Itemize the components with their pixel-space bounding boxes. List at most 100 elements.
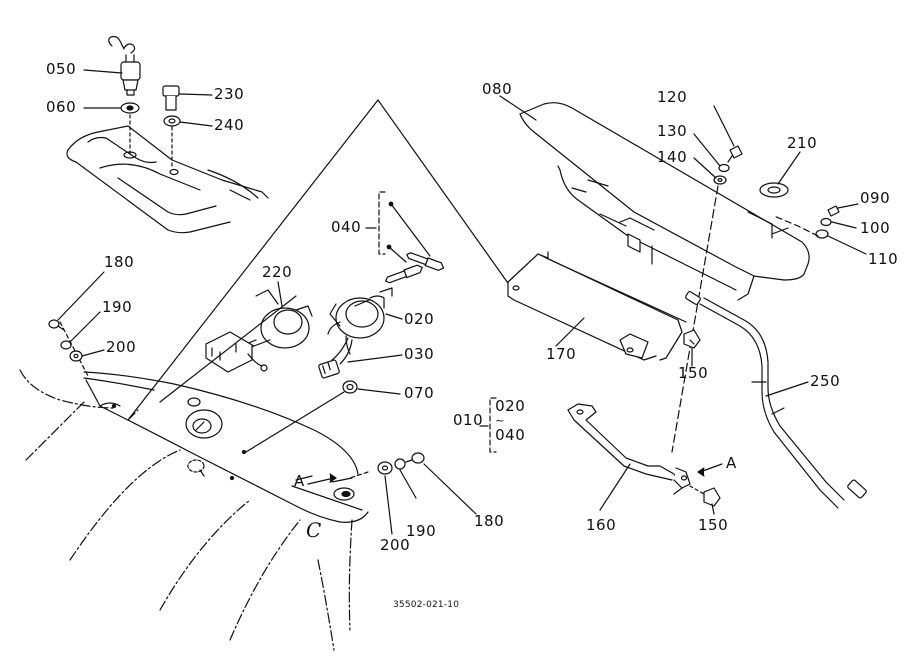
callout-140: 140 <box>657 148 688 166</box>
bracket-170 <box>507 251 687 361</box>
leader-240 <box>179 121 213 127</box>
callout-010-from: 020 <box>495 397 526 415</box>
leader-150-bottom <box>711 503 715 515</box>
leader-180-label-top <box>57 271 105 321</box>
washer-130 <box>718 163 730 173</box>
body-outline-dashdot <box>19 369 353 651</box>
callout-100: 100 <box>860 219 891 237</box>
view-arrow-a-left <box>307 477 335 485</box>
script-marker-c: C <box>306 518 322 542</box>
callout-120: 120 <box>657 88 688 106</box>
leader-170 <box>555 317 585 347</box>
washer-140 <box>713 175 727 185</box>
plug-070 <box>342 380 358 394</box>
assembly-group-010: 010 020 ~ 040 <box>453 398 525 443</box>
screw-180-bottom <box>405 452 425 464</box>
callout-150-bottom: 150 <box>698 516 729 534</box>
leader-110 <box>827 235 867 255</box>
callout-230: 230 <box>214 85 245 103</box>
callout-020: 020 <box>404 310 435 328</box>
detail-triangle-frame <box>127 99 511 421</box>
callout-050: 050 <box>46 60 77 78</box>
view-marker-a-right: A <box>726 454 737 472</box>
leader-120 <box>713 105 735 147</box>
callout-180-bottom: 180 <box>474 512 505 530</box>
callout-090: 090 <box>860 189 891 207</box>
cover-080 <box>519 102 810 301</box>
leader-100 <box>831 221 857 229</box>
callout-190-top: 190 <box>102 298 133 316</box>
washer-200-top <box>69 350 83 362</box>
bolt-230 <box>162 85 180 111</box>
washer-240 <box>163 115 181 127</box>
harness-030 <box>318 337 353 379</box>
lever-160 <box>567 403 691 495</box>
assembly-group-range: 020 ~ 040 <box>495 398 525 443</box>
callout-150-top: 150 <box>678 364 709 382</box>
leader-140 <box>693 157 717 179</box>
leader-200-bottom <box>384 475 393 535</box>
key-a <box>406 252 445 271</box>
leader-250 <box>765 381 809 397</box>
leader-130 <box>693 133 721 167</box>
group-bracket-010 <box>489 397 497 453</box>
callout-010-to: 040 <box>495 425 526 444</box>
callout-030: 030 <box>404 345 435 363</box>
callout-220: 220 <box>262 263 293 281</box>
callout-070: 070 <box>404 384 435 402</box>
callout-010: 010 <box>453 411 484 430</box>
pressure-switch-050 <box>108 35 141 96</box>
callout-010-range-mark: ~ <box>495 413 505 427</box>
leader-160 <box>599 463 631 511</box>
callout-240: 240 <box>214 116 245 134</box>
callout-200-top: 200 <box>106 338 137 356</box>
leader-190-label-top <box>69 311 101 343</box>
clip-150-top <box>683 329 701 349</box>
figure-code: 35502-021-10 <box>393 600 460 610</box>
leader-220 <box>277 281 283 307</box>
clip-150-bottom <box>703 487 721 507</box>
grommet-210 <box>759 182 789 198</box>
washer-190-bottom <box>394 458 406 470</box>
leader-080 <box>499 95 537 121</box>
callout-170: 170 <box>546 345 577 363</box>
leader-090 <box>837 203 859 209</box>
leader-230 <box>179 93 213 96</box>
callout-110: 110 <box>868 250 899 268</box>
callout-060: 060 <box>46 98 77 116</box>
leader-triangle-left <box>159 295 297 403</box>
leader-cable-clip <box>689 485 705 495</box>
washer-060 <box>120 102 140 114</box>
callout-190-bottom: 190 <box>406 522 437 540</box>
leader-070 <box>357 388 401 395</box>
leader-030 <box>347 354 403 363</box>
washer-200-bottom <box>377 461 393 475</box>
leader-200-label-top <box>81 349 105 357</box>
callout-130: 130 <box>657 122 688 140</box>
callout-210: 210 <box>787 134 818 152</box>
key-set-040 <box>365 191 445 284</box>
washer-190-top <box>60 340 72 350</box>
leader-050 <box>83 69 123 74</box>
leader-020 <box>385 313 403 320</box>
leader-180-top <box>59 321 89 377</box>
washer-100 <box>820 217 832 227</box>
top-panel-fragment <box>66 125 269 234</box>
key-b <box>385 264 423 284</box>
dash-panel <box>83 371 369 523</box>
leader-210 <box>777 151 801 185</box>
screw-090 <box>827 205 840 217</box>
screw-120 <box>727 145 743 163</box>
leader-screws-panel <box>349 471 369 479</box>
switch-220 <box>242 289 313 355</box>
cable-250 <box>685 291 867 509</box>
ignition-switch-020 <box>327 287 393 355</box>
leader-screws-cover <box>671 185 719 453</box>
callout-040: 040 <box>331 218 362 236</box>
callout-200-bottom: 200 <box>380 536 411 554</box>
callout-180-top: 180 <box>104 253 135 271</box>
leader-190-bottom <box>399 469 417 499</box>
screw-180-top <box>48 319 65 331</box>
